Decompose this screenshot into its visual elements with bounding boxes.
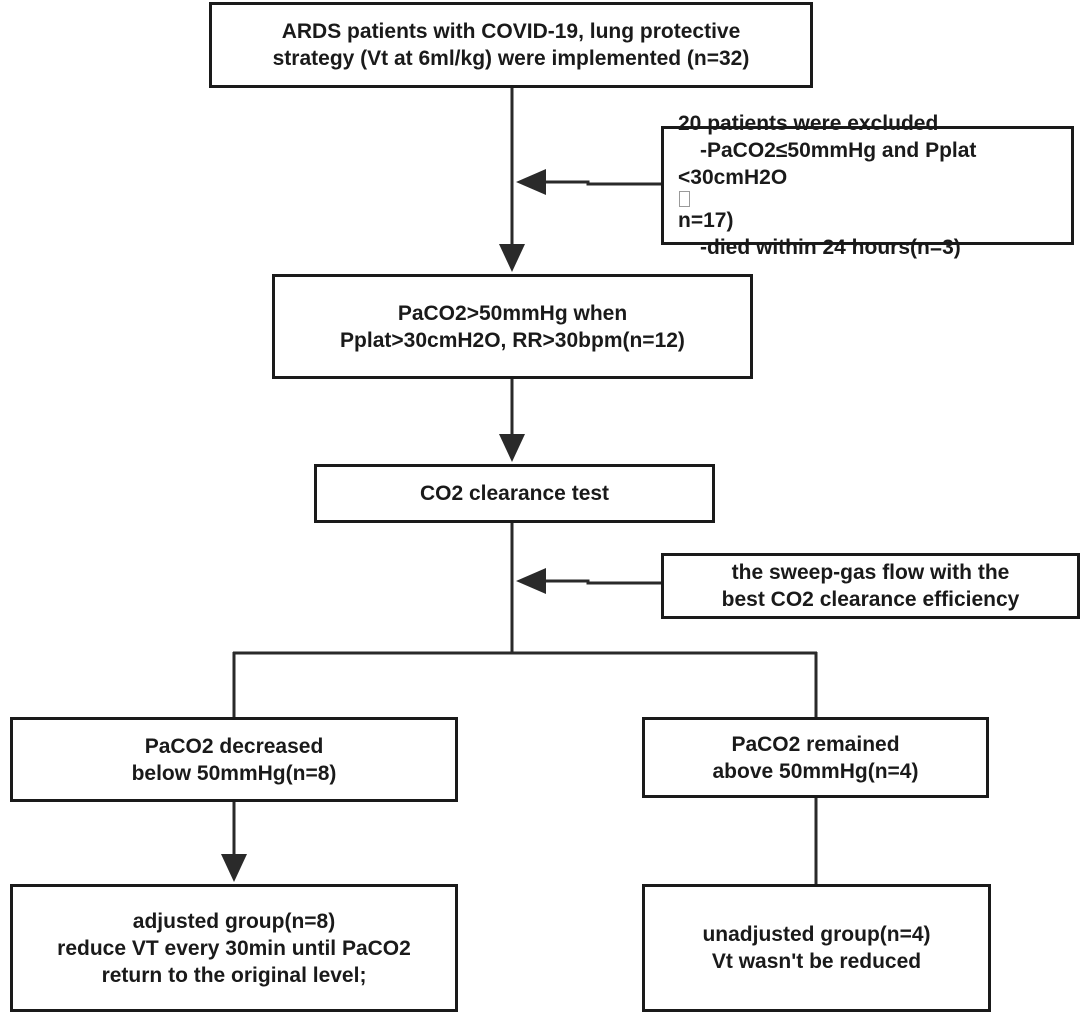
remained-box: PaCO2 remained above 50mmHg(n=4) xyxy=(642,717,989,798)
decreased-box: PaCO2 decreased below 50mmHg(n=8) xyxy=(10,717,458,802)
arrowhead-to-adjusted xyxy=(221,854,247,882)
arrowhead-sweep-gas xyxy=(516,568,546,594)
excluded-line1: 20 patients were excluded xyxy=(678,112,939,135)
adjusted-box: adjusted group(n=8) reduce VT every 30mi… xyxy=(10,884,458,1012)
hypercapnia-line1: PaCO2>50mmHg when xyxy=(397,301,628,325)
missing-glyph-icon xyxy=(679,191,690,207)
adjusted-line3: return to the original level; xyxy=(101,963,367,987)
remained-line1: PaCO2 remained xyxy=(731,732,900,756)
excluded-line3-before: <30cmH2O xyxy=(678,166,788,189)
arrowhead-to-hypercapnia xyxy=(499,244,525,272)
sweep-gas-line2: best CO2 clearance efficiency xyxy=(721,588,1020,611)
sweep-gas-box: the sweep-gas flow with the best CO2 cle… xyxy=(661,553,1080,619)
connector-excluded xyxy=(544,180,662,186)
initial-line2: strategy (Vt at 6ml/kg) were implemented… xyxy=(272,47,750,70)
connector-sweep-gas xyxy=(544,579,662,585)
arrowhead-to-test xyxy=(499,434,525,462)
initial-box: ARDS patients with COVID-19, lung protec… xyxy=(209,2,813,88)
sweep-gas-line1: the sweep-gas flow with the xyxy=(731,561,1010,584)
excluded-line3-after: n=17) xyxy=(678,209,734,232)
excluded-line3: <30cmH2O n=17) xyxy=(678,164,787,234)
unadjusted-line2: Vt wasn't be reduced xyxy=(711,950,922,973)
excluded-line2: -PaCO2≤50mmHg and Pplat xyxy=(700,139,977,162)
excluded-line4: -died within 24 hours(n=3) xyxy=(700,236,961,259)
hypercapnia-box: PaCO2>50mmHg when Pplat>30cmH2O, RR>30bp… xyxy=(272,274,753,379)
initial-line1: ARDS patients with COVID-19, lung protec… xyxy=(281,20,741,43)
adjusted-line1: adjusted group(n=8) xyxy=(132,909,336,933)
unadjusted-line1: unadjusted group(n=4) xyxy=(702,923,931,946)
hypercapnia-line2: Pplat>30cmH2O, RR>30bpm(n=12) xyxy=(340,328,685,352)
remained-line2: above 50mmHg(n=4) xyxy=(712,759,919,783)
decreased-line1: PaCO2 decreased xyxy=(144,734,324,758)
adjusted-line2: reduce VT every 30min until PaCO2 xyxy=(57,936,411,960)
decreased-line2: below 50mmHg(n=8) xyxy=(131,761,337,785)
clearance-test-box: CO2 clearance test xyxy=(314,464,715,523)
unadjusted-box: unadjusted group(n=4) Vt wasn't be reduc… xyxy=(642,884,991,1012)
arrowhead-excluded xyxy=(516,169,546,195)
excluded-box: 20 patients were excluded -PaCO2≤50mmHg … xyxy=(661,112,1074,259)
clearance-test-line1: CO2 clearance test xyxy=(419,482,610,505)
